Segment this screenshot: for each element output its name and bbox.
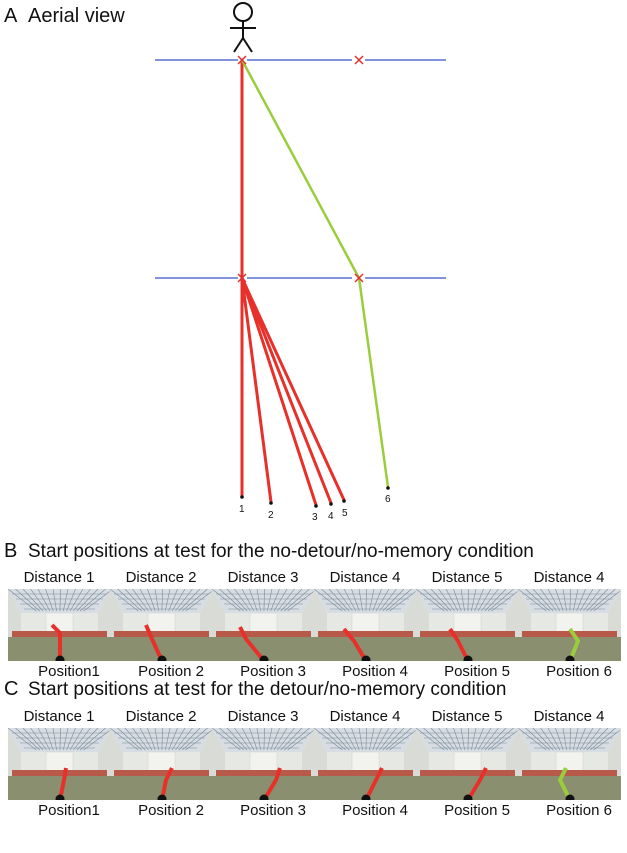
scene-thumbnail [212, 728, 315, 800]
position-label: Position 2 [138, 802, 204, 819]
position-label: Position 5 [444, 802, 510, 819]
position-label: Position 6 [546, 663, 612, 680]
position-label: Position 3 [240, 663, 306, 680]
scene-thumbnail [518, 728, 621, 800]
distance-label: Distance 4 [533, 708, 605, 725]
panel-a-letter: A [4, 5, 18, 27]
panel-b-letter: B [4, 540, 18, 562]
endpoint-label-2: 2 [268, 510, 274, 521]
distance-label: Distance 3 [227, 708, 299, 725]
distance-label: Distance 2 [125, 569, 197, 586]
position-label: Position 3 [240, 802, 306, 819]
panel-c-title: Start positions at test for the detour/n… [28, 679, 507, 700]
distance-label: Distance 5 [431, 569, 503, 586]
position-label: Position 4 [342, 802, 408, 819]
red-path-3 [240, 276, 318, 507]
endpoint-dots [240, 486, 390, 508]
scene-thumbnail [416, 728, 519, 800]
scene-thumbnail [8, 728, 111, 800]
distance-label: Distance 5 [431, 708, 503, 725]
panel-a-title: Aerial view [28, 5, 125, 27]
position-label: Position 6 [546, 802, 612, 819]
distance-label: Distance 4 [329, 569, 401, 586]
x-markers [237, 55, 364, 283]
scene-thumbnail [110, 589, 213, 661]
scene-thumbnail [212, 589, 315, 661]
distance-label: Distance 1 [23, 569, 95, 586]
scene-thumbnail [518, 589, 621, 661]
endpoint-label-3: 3 [312, 512, 318, 523]
marker-top-right [354, 55, 364, 65]
position-label: Position1 [38, 663, 100, 680]
barrier-lines [155, 59, 446, 279]
position-label: Position 5 [444, 663, 510, 680]
distance-label: Distance 2 [125, 708, 197, 725]
position-label: Position1 [38, 802, 100, 819]
marker-bottom-left [237, 273, 247, 283]
distance-label: Distance 1 [23, 708, 95, 725]
scene-thumbnail [314, 589, 417, 661]
panel-c-letter: C [4, 678, 19, 700]
position-label: Position 4 [342, 663, 408, 680]
green-path [240, 58, 390, 489]
scene-thumbnail [416, 589, 519, 661]
person-icon [230, 2, 256, 53]
endpoint-label-6: 6 [385, 494, 391, 505]
red-paths [240, 58, 346, 507]
distance-label: Distance 3 [227, 569, 299, 586]
distance-label: Distance 4 [329, 708, 401, 725]
marker-bottom-right [354, 273, 364, 283]
endpoint-label-5: 5 [342, 508, 348, 519]
aerial-view-diagram: 1 2 3 4 5 6 [155, 2, 446, 523]
red-path-4 [240, 276, 333, 505]
scene-thumbnail [110, 728, 213, 800]
position-label: Position 2 [138, 663, 204, 680]
endpoint-label-4: 4 [328, 511, 334, 522]
red-path-2 [240, 276, 273, 504]
scene-thumbnail [8, 589, 111, 661]
distance-label: Distance 4 [533, 569, 605, 586]
red-path-5 [240, 276, 346, 502]
marker-top-left [237, 55, 247, 65]
scene-thumbnail [314, 728, 417, 800]
endpoint-label-1: 1 [239, 504, 245, 515]
panel-b-title: Start positions at test for the no-detou… [28, 541, 534, 562]
